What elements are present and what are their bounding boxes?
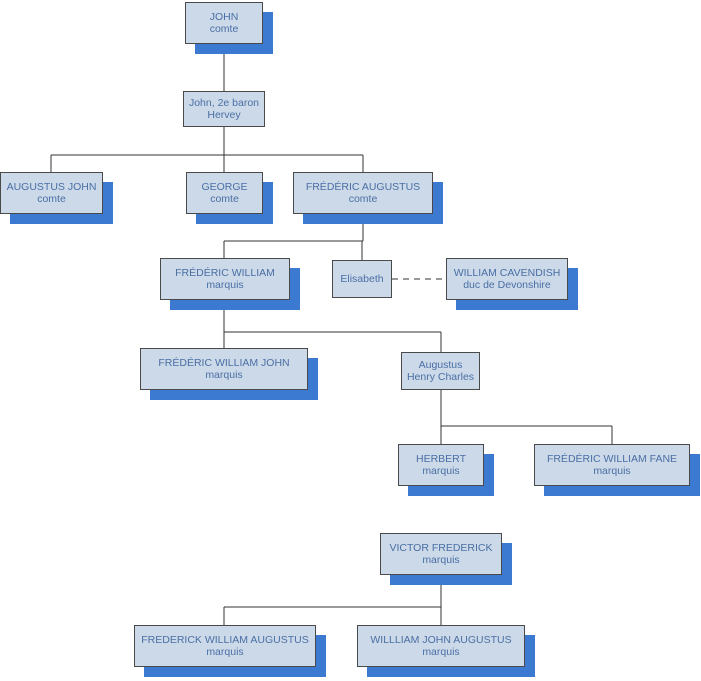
node-title: comte [210, 193, 239, 205]
node-name: JOHN [209, 10, 239, 23]
node-name: John, 2e baron [188, 96, 260, 109]
node-title: comte [348, 193, 378, 205]
node-title: Henry Charles [406, 371, 475, 383]
node-name: Elisabeth [340, 272, 384, 285]
node-title: marquis [205, 369, 243, 381]
node-name: VICTOR FREDERICK [389, 541, 493, 554]
node-name: FRÉDÉRIC WILLIAM [175, 266, 275, 279]
node-name: FRÉDÉRIC WILLIAM FANE [546, 452, 678, 465]
node-title: comte [37, 193, 66, 205]
node-title: marquis [593, 465, 631, 477]
node-name: FRÉDÉRIC AUGUSTUS [305, 180, 421, 193]
node-title: Hervey [207, 109, 241, 121]
node-name: AUGUSTUS JOHN [6, 180, 97, 193]
node-name: Augustus [418, 358, 463, 371]
node-name: WILLIAM CAVENDISH [453, 266, 561, 279]
node-name: GEORGE [201, 180, 248, 193]
node-title: marquis [422, 646, 460, 658]
node-name: FREDERICK WILLIAM AUGUSTUS [141, 633, 309, 646]
node-name: WILLLIAM JOHN AUGUSTUS [370, 633, 512, 646]
node-title: marquis [206, 646, 244, 658]
node-title: duc de Devonshire [463, 279, 551, 291]
node-title: comte [209, 23, 239, 35]
node-name: FRÉDÉRIC WILLIAM JOHN [158, 356, 290, 369]
node-name: HERBERT [416, 452, 466, 465]
node-title: marquis [206, 279, 244, 291]
solid-connectors [50, 44, 613, 625]
node-elisabeth[interactable]: Elisabeth [332, 260, 392, 298]
node-title: marquis [422, 465, 460, 477]
node-title: marquis [422, 554, 460, 566]
